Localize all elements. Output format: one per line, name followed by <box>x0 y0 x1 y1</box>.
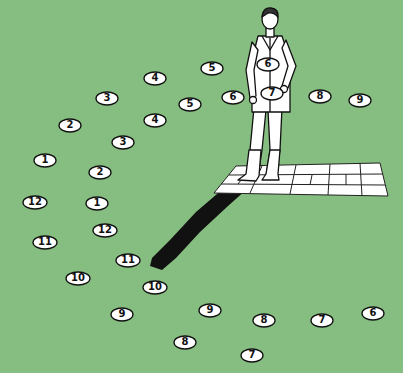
hour-oval-outline <box>309 90 331 103</box>
hour-marker: 6 <box>256 57 280 72</box>
hour-number: 10 <box>148 282 162 292</box>
hour-number: 11 <box>121 255 135 265</box>
hour-number: 7 <box>269 88 276 98</box>
hour-marker: 3 <box>111 135 135 150</box>
hour-number: 12 <box>98 225 112 235</box>
hour-oval-outline <box>144 72 166 85</box>
hour-number: 5 <box>187 99 194 109</box>
hour-marker: 2 <box>58 118 82 133</box>
hour-oval-outline <box>253 314 275 327</box>
hour-marker: 5 <box>200 61 224 76</box>
hour-number: 6 <box>230 92 237 102</box>
hour-oval-outline <box>66 272 90 285</box>
hour-oval-outline <box>199 304 221 317</box>
hour-oval-outline <box>349 94 371 107</box>
person-figure <box>238 8 296 181</box>
hour-number: 7 <box>249 350 256 360</box>
hour-marker: 11 <box>32 235 58 250</box>
hour-oval-outline <box>112 136 134 149</box>
hour-marker: 2 <box>88 165 112 180</box>
hour-marker: 6 <box>361 306 385 321</box>
hour-number: 5 <box>209 63 216 73</box>
hour-oval-outline <box>311 314 333 327</box>
hour-marker: 6 <box>221 90 245 105</box>
hour-oval-outline <box>93 224 117 237</box>
hour-oval-outline <box>59 119 81 132</box>
hour-marker: 1 <box>33 153 57 168</box>
hour-number: 1 <box>42 155 49 165</box>
hour-marker: 10 <box>65 271 91 286</box>
hour-number: 4 <box>152 73 159 83</box>
hour-number: 2 <box>97 167 104 177</box>
hour-number: 7 <box>319 315 326 325</box>
hour-oval-outline <box>144 114 166 127</box>
hour-marker: 1 <box>85 196 109 211</box>
hour-oval-outline <box>362 307 384 320</box>
hour-number: 12 <box>28 197 42 207</box>
hour-number: 9 <box>119 309 126 319</box>
hour-marker: 9 <box>348 93 372 108</box>
hour-marker: 12 <box>92 223 118 238</box>
hour-marker: 7 <box>240 348 264 363</box>
hour-number: 4 <box>152 115 159 125</box>
hour-marker: 5 <box>178 97 202 112</box>
hour-marker: 7 <box>260 86 284 101</box>
hour-marker: 8 <box>173 335 197 350</box>
hour-marker: 8 <box>308 89 332 104</box>
hour-oval-outline <box>89 166 111 179</box>
hour-oval-outline <box>261 87 283 100</box>
hour-oval-outline <box>241 349 263 362</box>
hour-marker: 12 <box>22 195 48 210</box>
hour-marker: 7 <box>310 313 334 328</box>
hour-oval-outline <box>116 254 140 267</box>
hour-number: 3 <box>120 137 127 147</box>
hour-oval-outline <box>86 197 108 210</box>
hour-number: 11 <box>38 237 52 247</box>
hour-oval-outline <box>111 308 133 321</box>
hour-marker: 3 <box>95 91 119 106</box>
hour-number: 6 <box>265 59 272 69</box>
hour-marker: 11 <box>115 253 141 268</box>
hour-number: 9 <box>207 305 214 315</box>
hour-oval-outline <box>33 236 57 249</box>
hour-number: 8 <box>261 315 268 325</box>
hour-number: 2 <box>67 120 74 130</box>
hour-oval-outline <box>34 154 56 167</box>
hour-number: 8 <box>317 91 324 101</box>
hour-oval-outline <box>174 336 196 349</box>
hour-oval-outline <box>179 98 201 111</box>
hour-number: 6 <box>370 308 377 318</box>
hour-marker: 4 <box>143 113 167 128</box>
hour-marker: 9 <box>198 303 222 318</box>
hour-marker: 9 <box>110 307 134 322</box>
hour-marker: 10 <box>142 280 168 295</box>
hour-number: 8 <box>182 337 189 347</box>
hour-number: 9 <box>357 95 364 105</box>
hour-marker: 4 <box>143 71 167 86</box>
hour-number: 3 <box>104 93 111 103</box>
hour-number: 1 <box>94 198 101 208</box>
hour-oval-outline <box>201 62 223 75</box>
hour-oval-outline <box>257 58 279 71</box>
hour-oval-outline <box>143 281 167 294</box>
hour-oval-outline <box>222 91 244 104</box>
hour-marker: 8 <box>252 313 276 328</box>
hour-oval-outline <box>96 92 118 105</box>
hour-oval-outline <box>23 196 47 209</box>
hour-number: 10 <box>71 273 85 283</box>
